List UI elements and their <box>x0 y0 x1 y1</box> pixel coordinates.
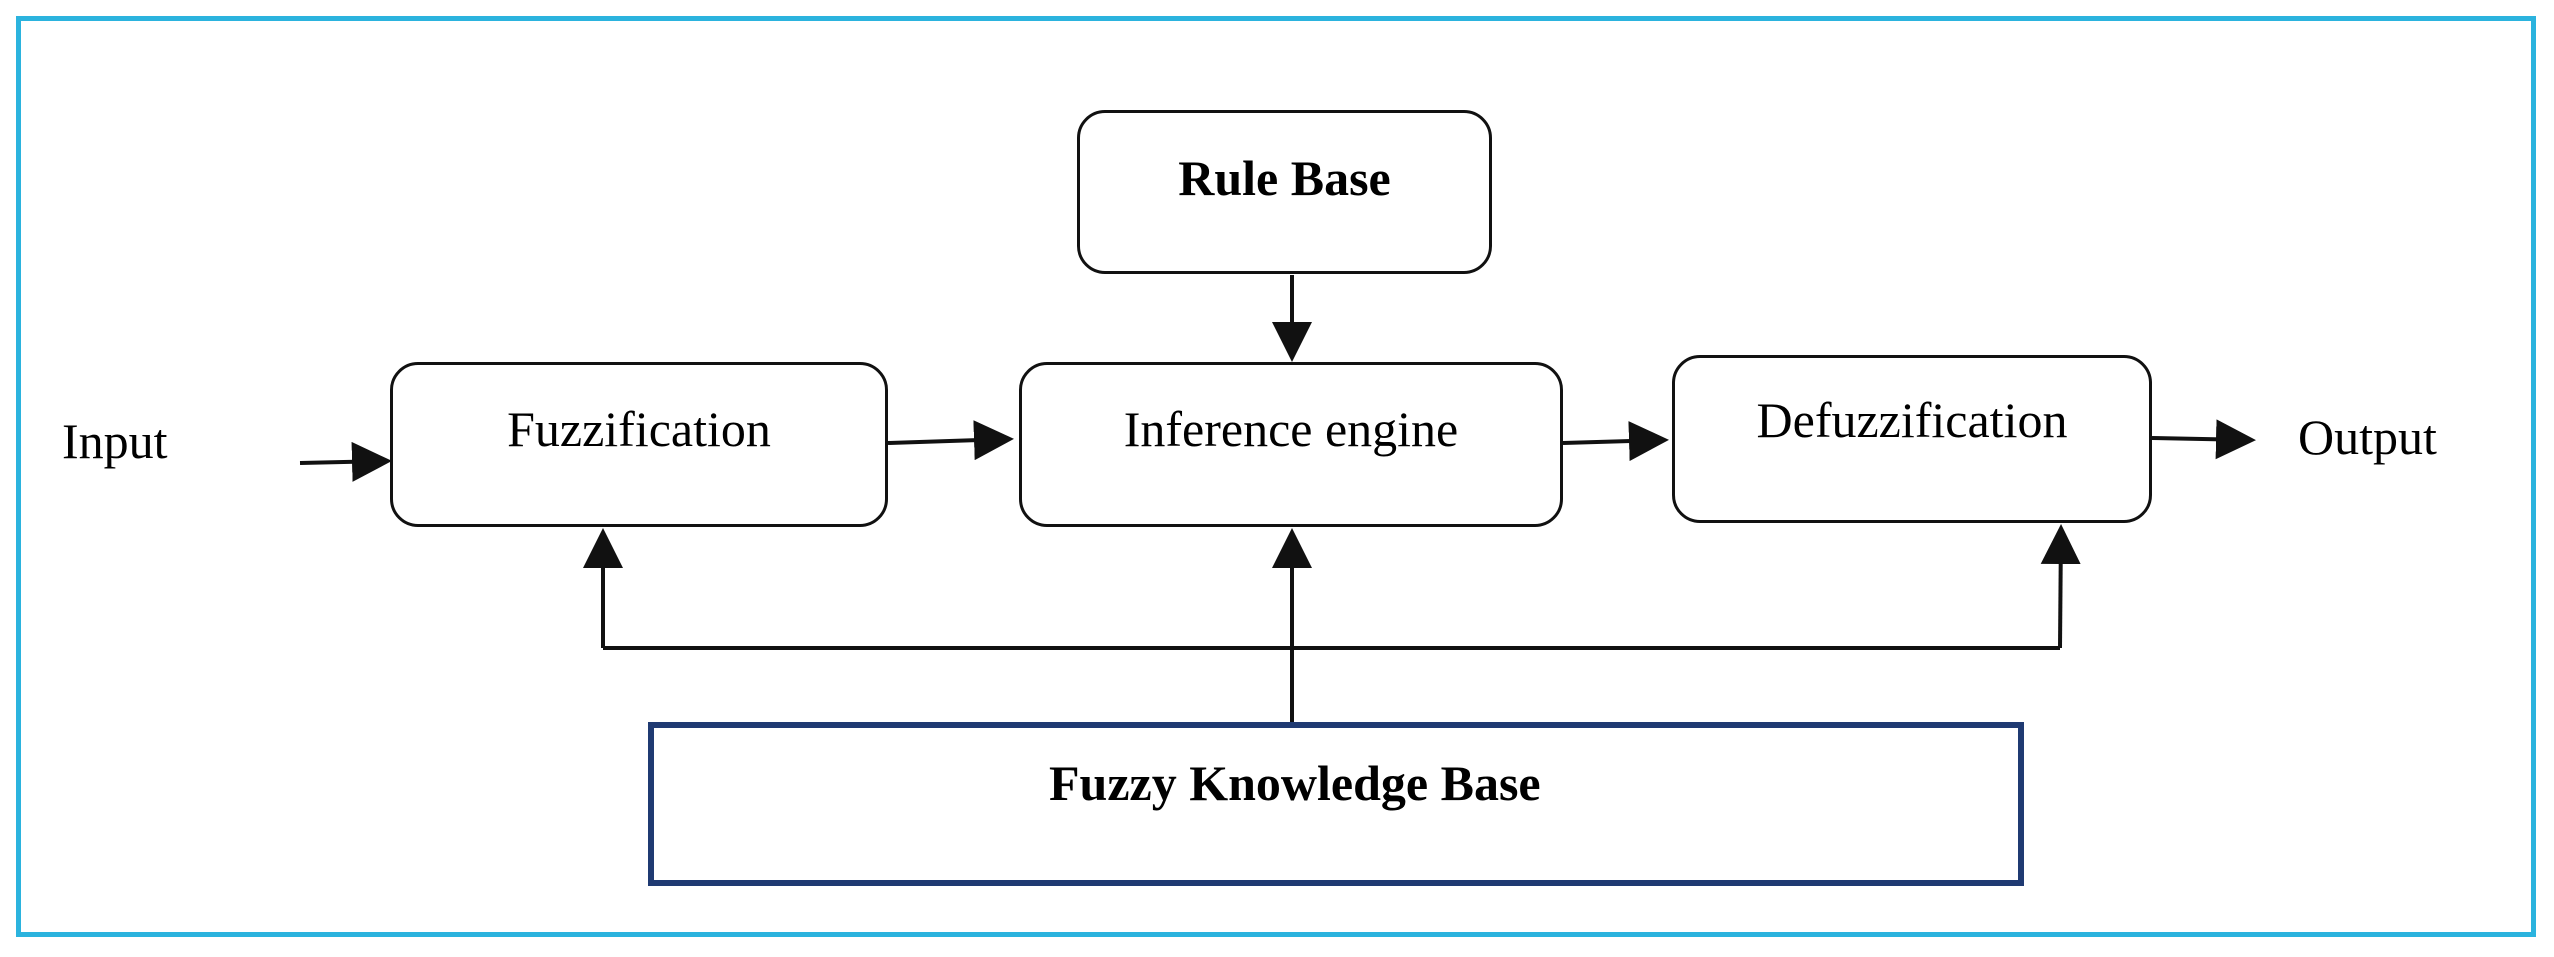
fuzzy-knowledge-base-box: Fuzzy Knowledge Base <box>648 722 2024 886</box>
diagram-frame <box>16 16 2536 937</box>
fuzzy-knowledge-base-label: Fuzzy Knowledge Base <box>1049 755 1541 811</box>
arrow-bus-to-defuzzification <box>2040 524 2081 649</box>
fuzzification-label: Fuzzification <box>507 401 771 457</box>
fuzzification-box: Fuzzification <box>390 362 888 527</box>
input-label: Input <box>62 413 168 469</box>
arrow-fuzzification-to-inference <box>887 420 1014 461</box>
arrow-inference-to-defuzzification <box>1562 421 1669 462</box>
arrow-input-to-fuzzification <box>299 441 392 482</box>
arrow-defuzzification-to-output <box>2151 419 2256 460</box>
defuzzification-box: Defuzzification <box>1672 355 2152 523</box>
inference-engine-label: Inference engine <box>1123 401 1459 457</box>
defuzzification-label: Defuzzification <box>1756 392 2068 448</box>
inference-engine-box: Inference engine <box>1019 362 1563 527</box>
rule-base-label: Rule Base <box>1178 150 1391 206</box>
output-label: Output <box>2298 409 2437 465</box>
rule-base-box: Rule Base <box>1077 110 1492 274</box>
